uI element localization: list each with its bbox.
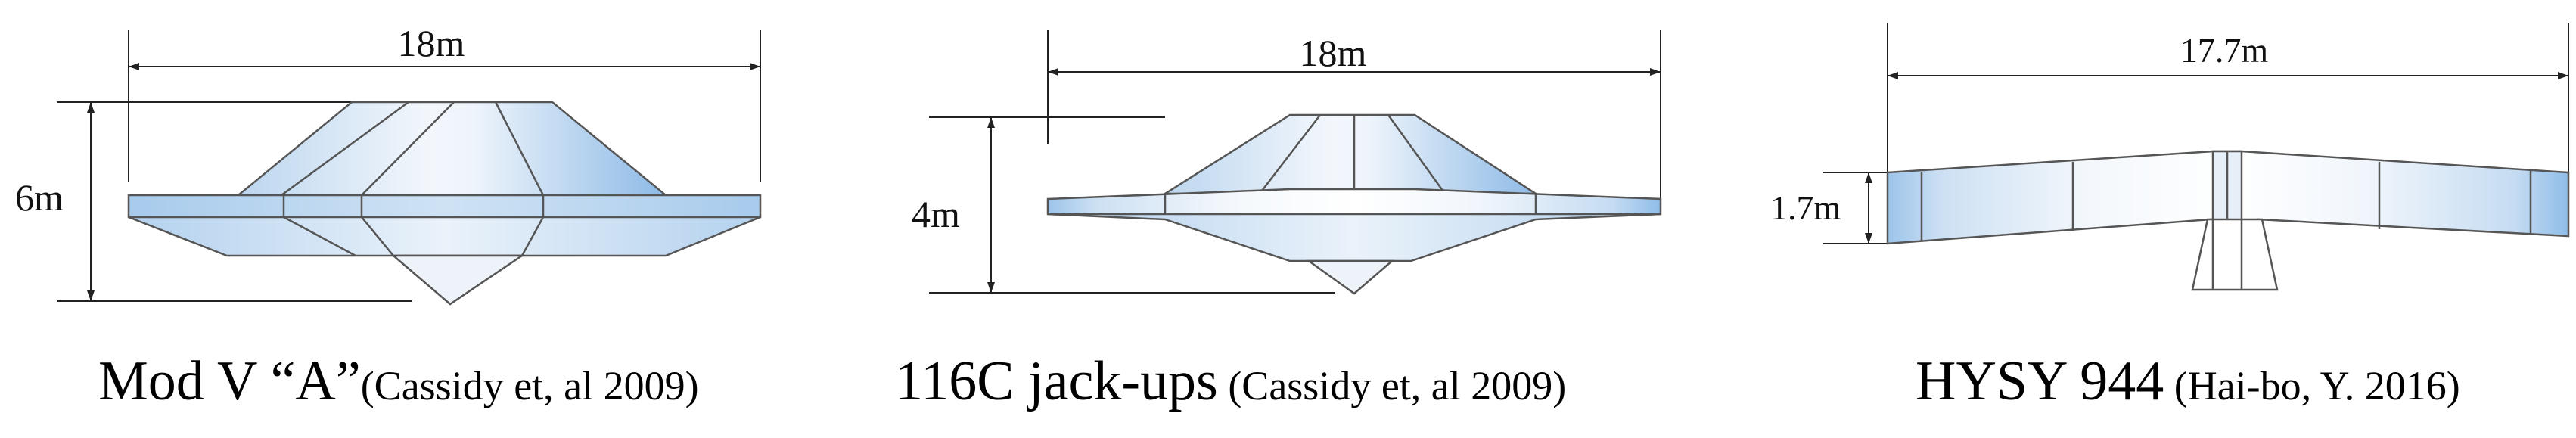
caption: Mod V “A”(Cassidy et, al 2009) [98,350,699,412]
width-label: 18m [1300,32,1367,74]
width-label: 18m [398,22,465,64]
height-dimension: 1.7m [1770,172,1888,244]
panel-mod-v-a: 18m 6m Mod V “A”(Cassidy et, [15,22,762,412]
caption-main: 116C jack-ups [895,350,1218,412]
spudcan-hull [127,101,762,306]
height-dimension: 6m [15,101,412,302]
height-label: 6m [15,176,64,219]
panel-hysy944: 17.7m 1.7m HYSY 944 (Hai-bo, Y. 2016) [1770,23,2570,412]
width-dimension: 18m [128,22,761,182]
spudcan-hull [1886,150,2570,291]
caption: HYSY 944 (Hai-bo, Y. 2016) [1916,350,2460,412]
width-dimension: 17.7m [1887,23,2569,172]
caption-citation: (Cassidy et, al 2009) [361,363,699,408]
height-label: 4m [912,193,960,235]
caption: 116C jack-ups (Cassidy et, al 2009) [895,350,1566,412]
caption-citation: (Hai-bo, Y. 2016) [2164,363,2459,408]
panel-116c: 18m 4m 116C jack-ups (Cassidy et, al 200… [895,30,1662,412]
width-dimension: 18m [1047,30,1661,200]
height-dimension: 4m [912,116,1335,294]
caption-main: Mod V “A” [98,350,361,412]
width-label: 17.7m [2180,31,2269,70]
height-label: 1.7m [1770,188,1841,227]
spudcan-hull [1046,113,1662,295]
caption-main: HYSY 944 [1916,350,2164,412]
caption-citation: (Cassidy et, al 2009) [1218,363,1566,408]
